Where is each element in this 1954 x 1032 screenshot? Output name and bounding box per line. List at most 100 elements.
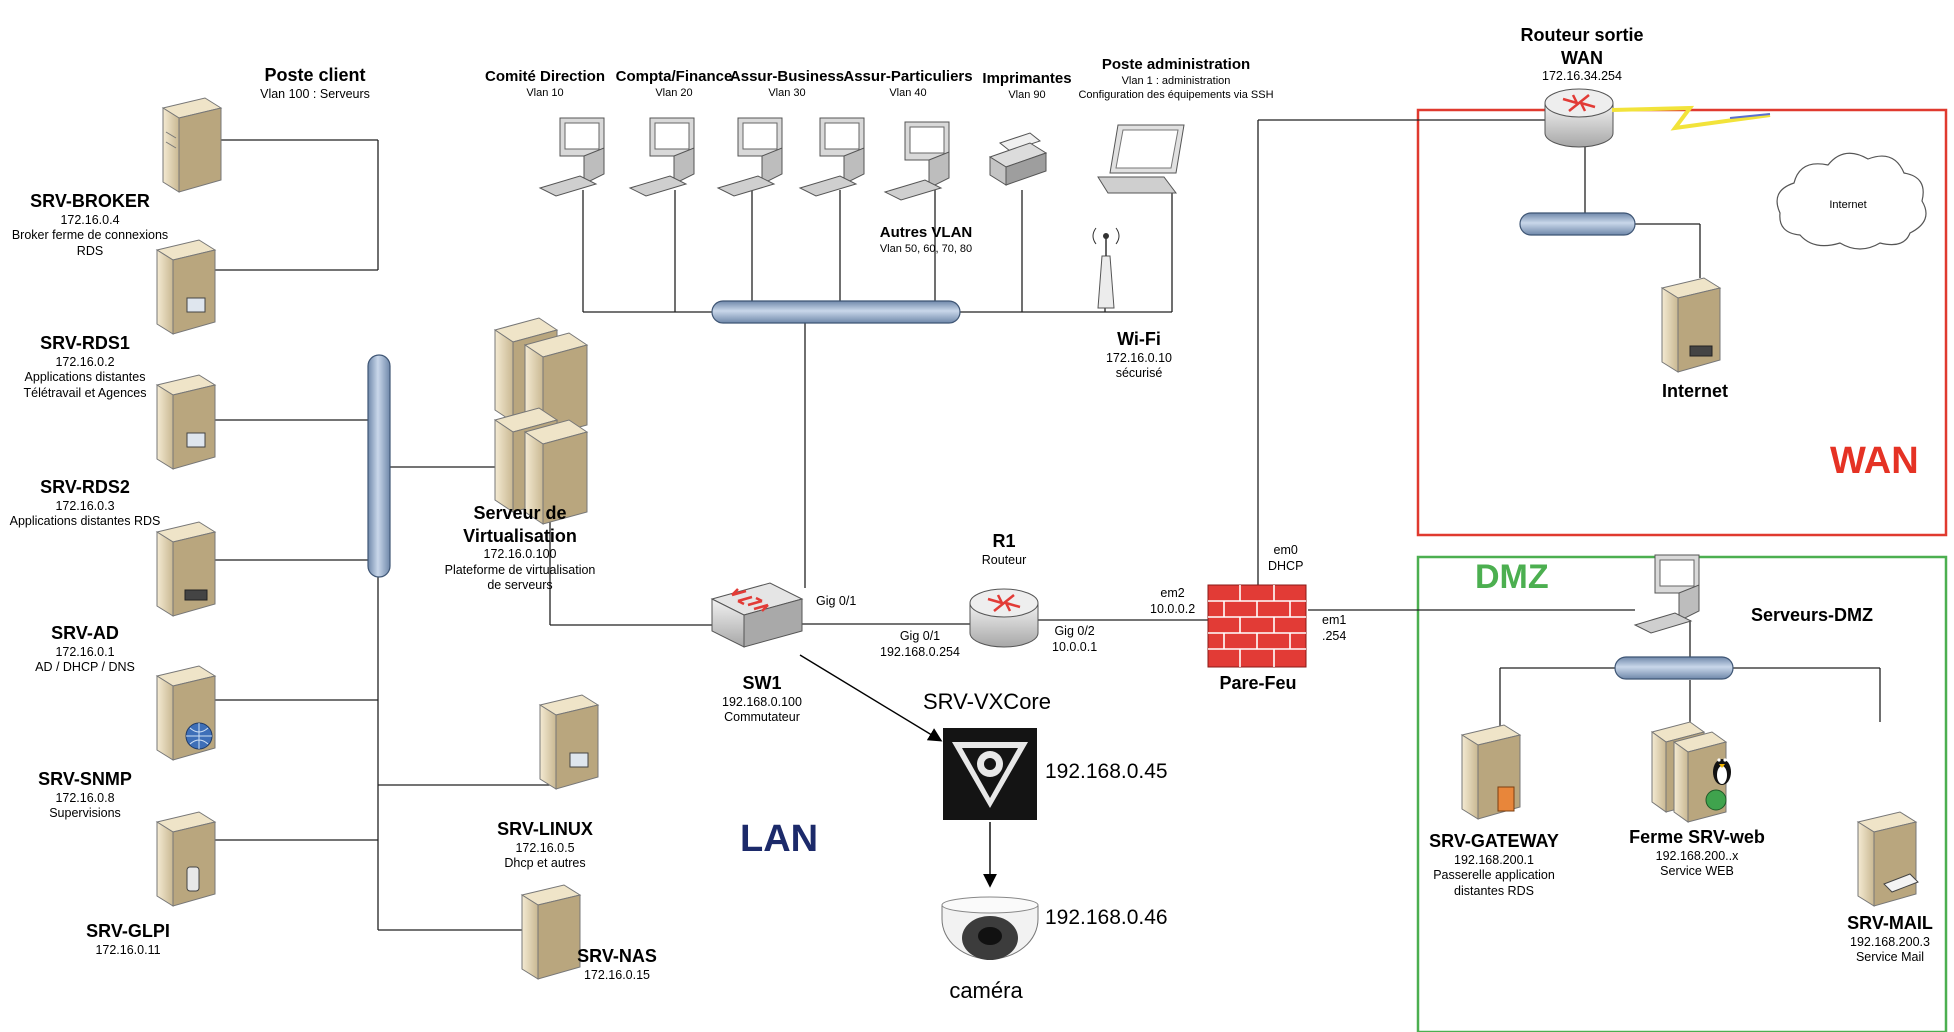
server-label-snmp: SRV-SNMP 172.16.0.8 Supervisions — [38, 768, 132, 822]
firewall-em2-label: em2 10.0.0.2 — [1150, 585, 1195, 618]
nas-ip: 172.16.0.15 — [583, 967, 651, 982]
web-farm-label: Ferme SRV-web 192.168.200..x Service WEB — [1629, 826, 1765, 880]
wifi-access-point-icon — [1092, 227, 1120, 309]
vlan-id: Vlan 90 — [1008, 88, 1046, 101]
camera-ip: 192.168.0.46 — [1045, 906, 1168, 929]
server-desc: Applications distantes — [24, 370, 146, 385]
switch-icon — [710, 582, 804, 648]
vxcore-logo-icon — [943, 728, 1037, 820]
server-name: SRV-RDS2 — [40, 477, 130, 497]
dmz-zone-label: DMZ — [1475, 558, 1549, 596]
virtualisation-server-icon — [493, 317, 589, 525]
web-farm-desc: Service WEB — [1660, 864, 1734, 879]
r1-left-ip: 192.168.0.254 — [880, 645, 960, 660]
server-ip: 172.16.0.8 — [55, 790, 115, 805]
sw1-label: SW1 192.168.0.100 Commutateur — [722, 672, 802, 726]
linux-ip: 172.16.0.5 — [515, 840, 575, 855]
mail-ip: 192.168.200.3 — [1850, 934, 1930, 949]
connection-lines — [195, 119, 1881, 931]
virt-name-line1: Serveur de — [473, 503, 567, 523]
virt-name-line2: Virtualisation — [463, 525, 577, 546]
cloud-icon — [1776, 152, 1927, 250]
workstation-icon — [883, 121, 950, 201]
vlan-name: Imprimantes — [982, 70, 1072, 87]
wan-router-label: Routeur sortie WAN 172.16.34.254 — [1520, 24, 1643, 85]
workstation-icon — [716, 117, 783, 197]
linux-desc: Dhcp et autres — [504, 856, 586, 871]
server-ip: 172.16.0.11 — [95, 942, 161, 957]
server-desc: Applications distantes RDS — [9, 514, 161, 529]
server-icon — [161, 97, 223, 193]
workstation-icon — [538, 117, 605, 197]
server-desc: RDS — [76, 243, 104, 258]
server-icon — [155, 374, 217, 470]
r1-name: R1 — [992, 531, 1016, 551]
vlan-label: Compta/Finance Vlan 20 — [616, 68, 733, 101]
server-ip: 172.16.0.2 — [55, 354, 115, 369]
server-desc: Télétravail et Agences — [23, 385, 147, 400]
vlan-id: Vlan 30 — [768, 86, 806, 99]
workstation-icon — [628, 117, 695, 197]
web-farm-ip: 192.168.200..x — [1655, 848, 1739, 863]
server-name: SRV-AD — [51, 623, 119, 643]
wifi-ip: 172.16.0.10 — [1105, 350, 1173, 365]
gateway-desc: distantes RDS — [1454, 883, 1534, 898]
sw1-to-vxcore-arrow — [799, 654, 943, 742]
dmz-servers-name: Serveurs-DMZ — [1750, 605, 1874, 625]
mail-name: SRV-MAIL — [1847, 913, 1933, 933]
sw1-desc: Commutateur — [724, 710, 800, 725]
gateway-label: SRV-GATEWAY 192.168.200.1 Passerelle app… — [1429, 830, 1559, 899]
virt-desc: Plateforme de virtualisation — [444, 562, 596, 577]
internet-server-icon — [1660, 277, 1722, 373]
server-name: SRV-GLPI — [86, 921, 170, 941]
admin-label: Poste administration Vlan 1 : administra… — [1078, 56, 1273, 102]
vlan-backbone — [711, 300, 961, 324]
wan-backbone — [1519, 212, 1636, 236]
server-icon — [155, 811, 217, 907]
wifi-title: Wi-Fi — [1117, 329, 1161, 349]
vlan-id: Vlan 10 — [526, 86, 564, 99]
r1-right-port-label: Gig 0/2 10.0.0.1 — [1052, 623, 1097, 656]
gateway-ip: 192.168.200.1 — [1454, 852, 1534, 867]
server-label-broker: SRV-BROKER 172.16.0.4 Broker ferme de co… — [12, 190, 168, 259]
virt-ip: 172.16.0.100 — [483, 547, 557, 561]
r1-right-ip: 10.0.0.1 — [1052, 640, 1098, 655]
printer-icon — [988, 132, 1048, 186]
other-vlans-list: Vlan 50, 60, 70, 80 — [879, 242, 973, 255]
wan-router-icon — [1544, 88, 1614, 148]
server-icon — [155, 665, 217, 761]
vxcore-ip: 192.168.0.45 — [1045, 760, 1168, 783]
camera-icon — [941, 896, 1039, 960]
vlan-name: Comité Direction — [484, 68, 606, 85]
wan-zone-label: WAN — [1830, 440, 1919, 482]
wifi-desc: sécurisé — [1115, 366, 1163, 381]
server-desc: Supervisions — [49, 806, 121, 821]
workstation-icon — [798, 117, 865, 197]
lan-server-backbone — [367, 354, 391, 578]
em1-port: em1 — [1322, 613, 1347, 627]
cloud-label: Internet — [1829, 199, 1867, 211]
wan-router-ip: 172.16.34.254 — [1542, 69, 1622, 83]
sw1-name: SW1 — [742, 673, 782, 693]
vlan-label: Assur-Particuliers Vlan 40 — [843, 68, 972, 101]
client-subtitle: Vlan 100 : Serveurs — [260, 86, 370, 101]
em0-port: em0 — [1273, 543, 1298, 557]
server-ip: 172.16.0.4 — [60, 212, 120, 227]
linux-server-icon — [538, 694, 600, 790]
lan-zone-label: LAN — [740, 818, 819, 860]
admin-title: Poste administration — [1101, 56, 1251, 73]
r1-right-port: Gig 0/2 — [1054, 624, 1095, 638]
mail-desc: Service Mail — [1855, 950, 1925, 965]
gateway-server-icon — [1460, 724, 1522, 820]
dmz-backbone — [1614, 656, 1734, 680]
server-icon — [155, 239, 217, 335]
wan-router-name: Routeur sortie — [1520, 25, 1644, 45]
server-name: SRV-BROKER — [30, 191, 150, 211]
server-name: SRV-SNMP — [38, 769, 132, 789]
server-ip: 172.16.0.1 — [55, 644, 115, 659]
client-title: Poste client — [264, 65, 366, 85]
lightning-icon — [1611, 105, 1771, 131]
web-farm-name: Ferme SRV-web — [1629, 827, 1765, 847]
firewall-em1-label: em1 .254 — [1322, 612, 1346, 645]
